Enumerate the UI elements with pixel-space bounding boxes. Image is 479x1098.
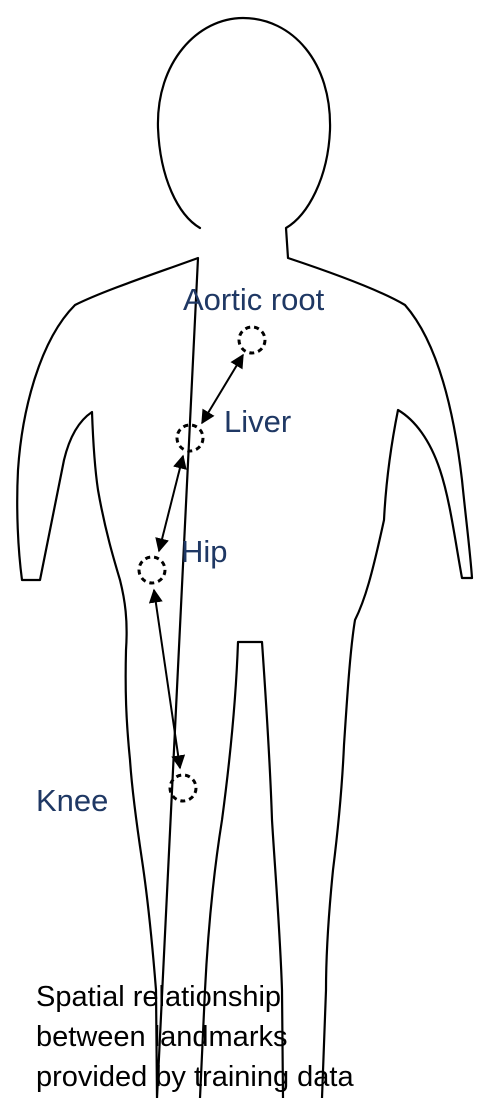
hip-label: Hip	[181, 534, 228, 569]
caption-line-1: Spatial relationship	[36, 981, 281, 1013]
knee-marker	[170, 775, 196, 801]
body-outline	[17, 18, 472, 1098]
arrow-hip-knee	[154, 590, 180, 768]
hip-marker	[139, 557, 165, 583]
knee-label: Knee	[36, 783, 108, 818]
caption-line-3: provided by training data	[36, 1061, 354, 1093]
caption-line-2: between landmarks	[36, 1021, 287, 1053]
aortic-root-marker	[239, 327, 265, 353]
arrow-liver-hip	[159, 456, 183, 551]
liver-label: Liver	[224, 404, 291, 439]
aortic-root-label: Aortic root	[183, 282, 325, 317]
